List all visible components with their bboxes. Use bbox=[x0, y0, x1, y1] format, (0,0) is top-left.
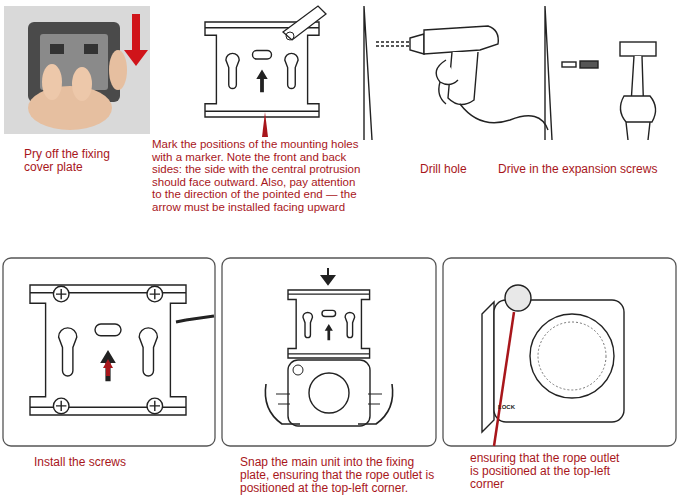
keyhole-slot bbox=[303, 312, 313, 337]
keyhole-slot bbox=[226, 53, 239, 88]
anchor bbox=[562, 62, 576, 67]
photo-panel bbox=[4, 6, 150, 134]
panel-frame bbox=[3, 258, 215, 446]
step-caption: Drill hole bbox=[420, 163, 490, 176]
keyhole-slot bbox=[345, 312, 355, 337]
red-pointer bbox=[262, 112, 268, 137]
mounting-plate bbox=[288, 290, 370, 358]
red-arrow-shaft bbox=[132, 14, 140, 50]
hand bbox=[28, 86, 112, 130]
screw-head bbox=[147, 286, 163, 302]
step-caption: Mark the positions of the mounting holes… bbox=[152, 138, 366, 213]
screw-slot bbox=[150, 289, 160, 299]
main-unit bbox=[288, 360, 370, 426]
plate-rail bbox=[30, 285, 186, 415]
marker-pen bbox=[283, 6, 326, 40]
mounting-plate bbox=[205, 22, 319, 117]
drill-panel bbox=[364, 6, 548, 140]
unit-side bbox=[482, 302, 494, 432]
drill-bit bbox=[376, 42, 410, 46]
rail-edge bbox=[288, 353, 370, 354]
red-arrow-head bbox=[124, 50, 148, 66]
drill-body bbox=[424, 26, 498, 54]
direction-arrow bbox=[100, 350, 116, 381]
step-caption: Install the screws bbox=[34, 456, 204, 469]
wall bbox=[545, 6, 552, 140]
screw-head bbox=[147, 398, 163, 414]
plate-hole bbox=[50, 44, 64, 54]
plate-rail bbox=[288, 290, 370, 358]
mounting-plate bbox=[30, 285, 186, 415]
hammer-hand bbox=[620, 96, 655, 140]
device-label: LOCK bbox=[498, 404, 538, 411]
photo-ground bbox=[4, 6, 150, 134]
direction-arrow bbox=[325, 324, 333, 340]
down-arrow bbox=[322, 268, 334, 284]
rail-edge bbox=[288, 293, 370, 294]
step-caption: Pry off the fixing cover plate bbox=[24, 148, 142, 174]
plate-rail bbox=[205, 22, 319, 117]
keyhole-slot bbox=[139, 328, 157, 376]
unit-dial bbox=[309, 373, 349, 413]
unit-dial-inner bbox=[538, 322, 606, 390]
screw-head bbox=[53, 286, 69, 302]
screw-slot bbox=[56, 401, 66, 411]
panel-frame bbox=[222, 258, 436, 446]
cover-plate bbox=[28, 22, 120, 102]
drill-cord bbox=[460, 104, 548, 130]
step-caption: Drive in the expansion screws bbox=[498, 163, 674, 176]
hammer-head bbox=[620, 42, 656, 56]
thumb bbox=[42, 64, 62, 100]
hammer-panel bbox=[545, 6, 656, 140]
rope-outlet bbox=[293, 365, 303, 375]
install-panel bbox=[30, 285, 214, 415]
wall bbox=[364, 6, 372, 140]
center-slot bbox=[253, 51, 272, 60]
anchor bbox=[580, 61, 598, 68]
step-caption: ensuring that the rope outlet is positio… bbox=[470, 452, 630, 491]
finger bbox=[109, 50, 127, 90]
thumb bbox=[72, 67, 92, 101]
screw-slot bbox=[150, 401, 160, 411]
marker-dot bbox=[286, 32, 294, 40]
unit-panel bbox=[482, 285, 624, 446]
red-leader bbox=[494, 312, 514, 446]
mark-panel bbox=[205, 6, 326, 137]
drill-chuck bbox=[410, 34, 424, 54]
direction-arrow bbox=[256, 70, 267, 93]
keyhole-slot bbox=[285, 53, 298, 88]
center-slot bbox=[95, 324, 121, 336]
step-caption: Snap the main unit into the fixing plate… bbox=[240, 456, 440, 495]
hand bbox=[265, 384, 392, 424]
rail-edge bbox=[205, 111, 319, 112]
unit-dial bbox=[530, 314, 614, 398]
drill-hand bbox=[436, 60, 458, 104]
fingers bbox=[276, 394, 382, 404]
screw-slot bbox=[56, 289, 66, 299]
screwdriver bbox=[176, 316, 214, 322]
screw-head bbox=[53, 398, 69, 414]
red-arrow-mark bbox=[103, 359, 113, 376]
center-slot bbox=[322, 310, 336, 316]
plate-hole bbox=[84, 44, 98, 54]
snap-panel bbox=[265, 268, 392, 426]
rope-outlet bbox=[505, 285, 531, 311]
panel-frame bbox=[443, 258, 676, 446]
keyhole-slot bbox=[59, 328, 77, 376]
